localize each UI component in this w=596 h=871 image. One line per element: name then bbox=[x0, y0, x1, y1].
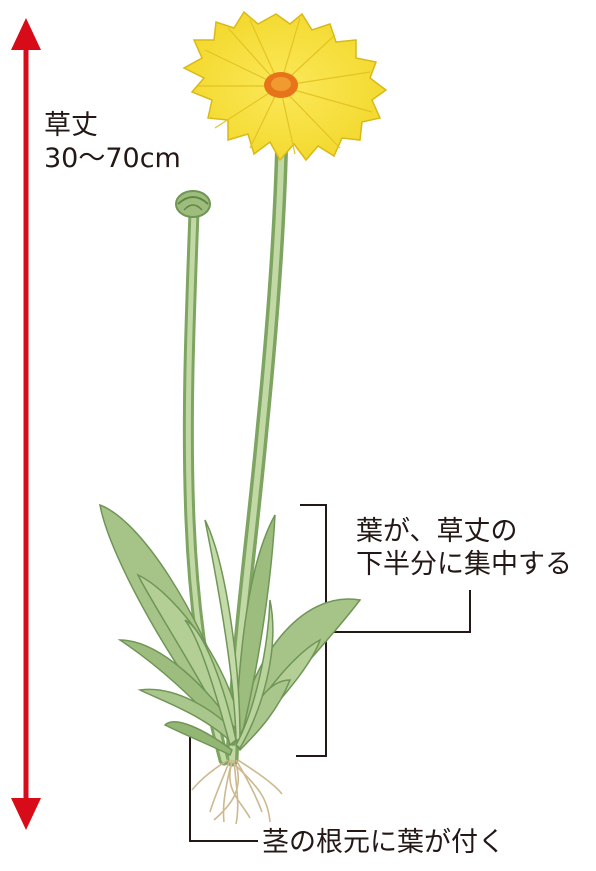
height-label: 草丈 30〜70cm bbox=[44, 109, 181, 175]
flower-head bbox=[182, 10, 388, 162]
base-label: 茎の根元に葉が付く bbox=[262, 827, 505, 858]
leaves-label: 葉が、草丈の 下半分に集中する bbox=[356, 515, 572, 581]
arrow-head-down bbox=[11, 798, 41, 830]
height-arrow bbox=[11, 18, 41, 830]
leaves bbox=[99, 503, 362, 757]
height-title: 草丈 bbox=[44, 110, 98, 141]
leaves-label-line2: 下半分に集中する bbox=[356, 549, 572, 580]
flower-bud bbox=[175, 190, 211, 218]
leaves-label-line1: 葉が、草丈の bbox=[356, 516, 518, 547]
base-pointer bbox=[189, 730, 258, 842]
roots bbox=[191, 759, 283, 825]
height-value: 30〜70cm bbox=[44, 143, 181, 174]
arrow-head-up bbox=[11, 18, 41, 50]
